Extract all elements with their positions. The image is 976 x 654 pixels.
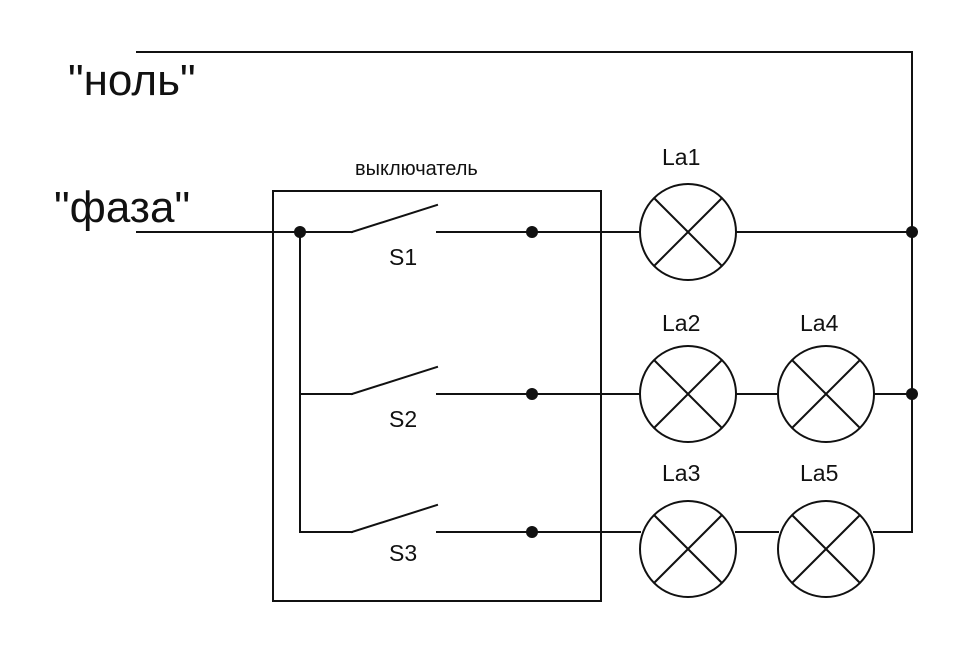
- neutral-label: "ноль": [68, 56, 196, 105]
- switch-box: [272, 190, 602, 602]
- phase-label: "фаза": [54, 183, 190, 232]
- lamp-label-la3: La3: [662, 460, 700, 486]
- lamp-label-la5: La5: [800, 460, 838, 486]
- lamp-la5: [777, 500, 875, 598]
- lamp-label-la1: La1: [662, 144, 700, 170]
- node-neutral-la1: [906, 226, 918, 238]
- junction-nodes: [294, 226, 918, 538]
- lamp-label-la2: La2: [662, 310, 700, 336]
- lamp-label-la4: La4: [800, 310, 839, 336]
- switch-box-label: выключатель: [355, 158, 478, 180]
- neutral-line: [136, 51, 913, 533]
- lamp-la3: [639, 500, 737, 598]
- lamp-la1: [639, 183, 737, 281]
- lamp-wires: [735, 231, 913, 533]
- node-s2-out: [526, 388, 538, 400]
- node-s3-out: [526, 526, 538, 538]
- lamp-la4: [777, 345, 875, 443]
- node-neutral-la4: [906, 388, 918, 400]
- switch-s2: [299, 365, 641, 396]
- switch-label-s1: S1: [389, 244, 417, 270]
- switch-label-s3: S3: [389, 540, 417, 566]
- switch-s1: [299, 203, 641, 234]
- lamp-la2: [639, 345, 737, 443]
- switch-label-s2: S2: [389, 406, 417, 432]
- node-s1-out: [526, 226, 538, 238]
- switch-s3: [299, 503, 641, 534]
- node-phase-entry: [294, 226, 306, 238]
